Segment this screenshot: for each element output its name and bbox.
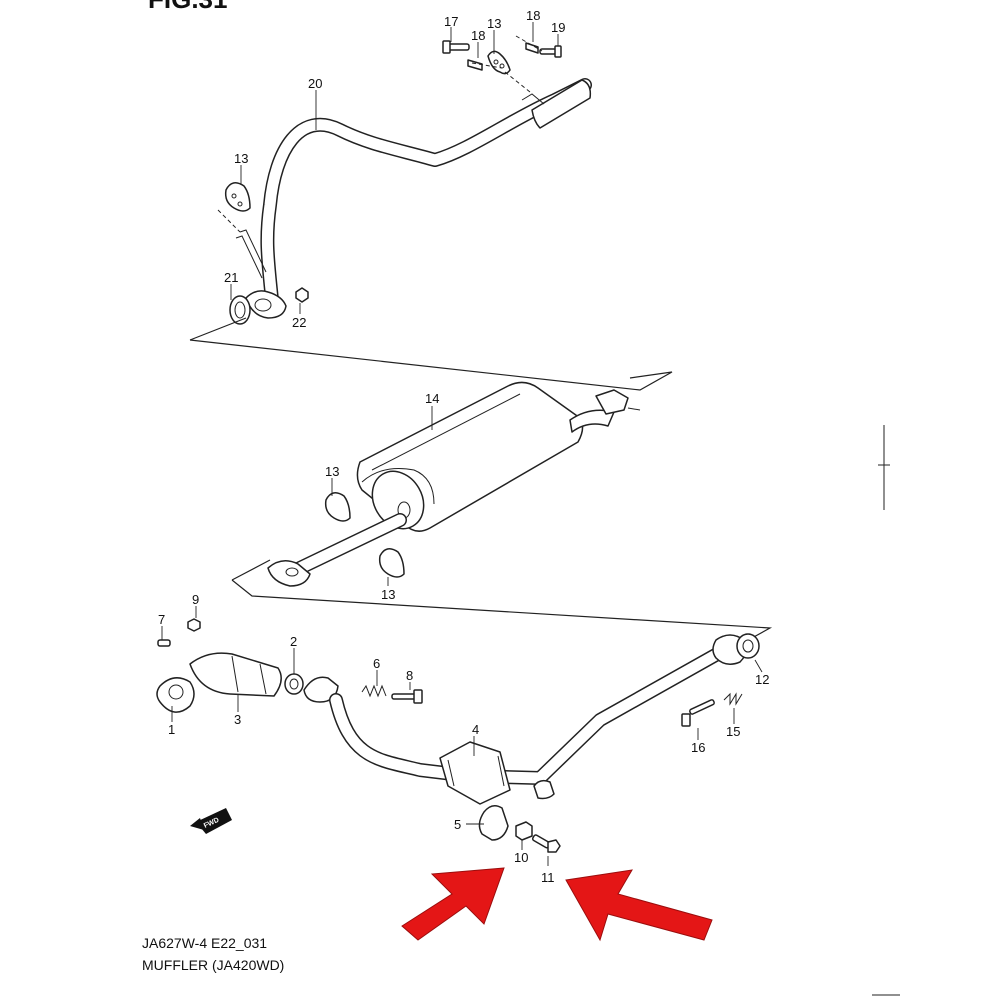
gasket-1 xyxy=(156,677,195,713)
callout-13: 13 xyxy=(325,464,339,479)
spring-15 xyxy=(723,692,743,706)
callout-5: 5 xyxy=(454,817,461,832)
callout-11: 11 xyxy=(541,870,555,885)
leader xyxy=(217,209,241,233)
rubber-hanger-13-left xyxy=(224,182,251,212)
callout-1: 1 xyxy=(168,722,175,737)
bushing-18-right xyxy=(525,42,539,54)
leader xyxy=(515,35,543,52)
bushing-18-left xyxy=(467,59,483,71)
bolt-17 xyxy=(442,40,470,54)
callout-10: 10 xyxy=(514,850,528,865)
figure-caption: MUFFLER (JA420WD) xyxy=(142,957,284,973)
nut-22 xyxy=(295,287,309,303)
callout-13: 13 xyxy=(381,587,395,602)
callout-19: 19 xyxy=(551,20,565,35)
rubber-hanger-13-top xyxy=(487,50,511,75)
nut-9 xyxy=(187,618,201,632)
spring-6 xyxy=(361,684,387,698)
section-separator xyxy=(231,559,773,639)
callout-15: 15 xyxy=(726,724,740,739)
callout-9: 9 xyxy=(192,592,199,607)
callout-4: 4 xyxy=(472,722,479,737)
leader-lines xyxy=(161,22,763,866)
bolt-11 xyxy=(531,834,561,853)
bushing-10 xyxy=(515,821,533,841)
callout-18: 18 xyxy=(471,28,485,43)
red-arrow-right xyxy=(565,869,713,942)
tail-pipe-group xyxy=(235,35,592,319)
bracket-5 xyxy=(478,805,509,841)
bolt-16 xyxy=(681,699,715,727)
callout-17: 17 xyxy=(444,14,458,29)
callout-13: 13 xyxy=(234,151,248,166)
rubber-hanger-13-mid-top xyxy=(324,492,351,522)
callout-6: 6 xyxy=(373,656,380,671)
callout-13: 13 xyxy=(487,16,501,31)
callout-8: 8 xyxy=(406,668,413,683)
seal-ring-2 xyxy=(284,673,304,695)
rubber-hanger-13-mid-bottom xyxy=(378,548,405,578)
callout-20: 20 xyxy=(308,76,322,91)
section-separator xyxy=(189,317,673,391)
red-arrow-left xyxy=(401,867,505,941)
gasket-12 xyxy=(736,633,760,659)
figure-header: FIG.31 xyxy=(148,0,227,14)
bolt-8 xyxy=(391,689,423,704)
front-pipe-4 xyxy=(303,634,747,805)
fwd-direction-icon: FWD xyxy=(190,808,232,834)
callout-3: 3 xyxy=(234,712,241,727)
catalyst-3 xyxy=(189,652,282,697)
bolt-19 xyxy=(539,45,562,58)
callout-14: 14 xyxy=(425,391,439,406)
callout-12: 12 xyxy=(755,672,769,687)
callout-16: 16 xyxy=(691,740,705,755)
callout-22: 22 xyxy=(292,315,306,330)
callout-18: 18 xyxy=(526,8,540,23)
callout-21: 21 xyxy=(224,270,238,285)
callout-2: 2 xyxy=(290,634,297,649)
callout-7: 7 xyxy=(158,612,165,627)
leader xyxy=(471,62,503,69)
stud-7 xyxy=(157,639,171,647)
callout-labels: 17 13 18 19 18 20 13 21 22 14 13 13 9 7 … xyxy=(158,8,769,885)
leader xyxy=(504,71,531,93)
gasket-21 xyxy=(229,295,251,325)
main-muffler-14 xyxy=(267,381,641,587)
catalog-code: JA627W-4 E22_031 xyxy=(142,935,267,951)
